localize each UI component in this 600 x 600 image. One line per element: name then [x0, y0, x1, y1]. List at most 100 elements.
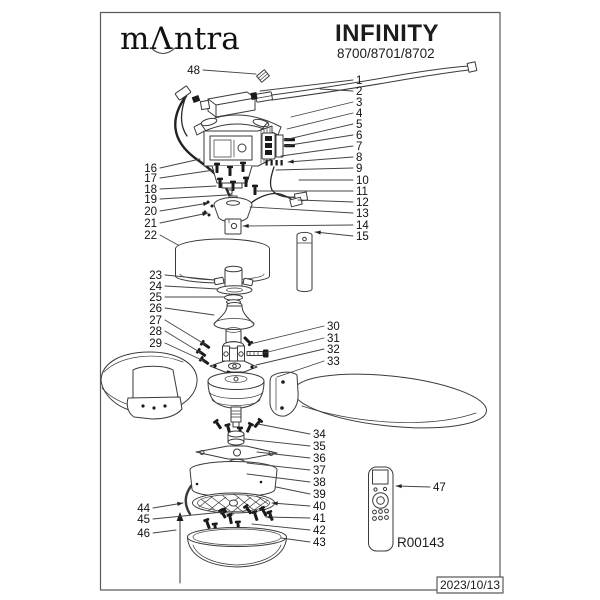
leader-arrowhead-15 [315, 230, 321, 235]
part-label-38: 38 [313, 477, 326, 489]
power-cable-drawing [250, 61, 478, 103]
leader-line-3 [290, 101, 354, 118]
ball-mount-drawing [203, 185, 253, 235]
diagram-border [99, 11, 501, 591]
leader-line-16 [159, 158, 201, 169]
part-label-29: 29 [149, 338, 162, 350]
part-label-37: 37 [313, 465, 326, 477]
coupling-stack-drawing [213, 265, 255, 347]
part-label-34: 34 [313, 429, 326, 441]
leader-line-9 [275, 167, 354, 171]
leader-line-22 [159, 234, 179, 246]
part-label-18: 18 [144, 184, 157, 196]
part-label-47: 47 [433, 482, 446, 494]
part-label-3: 3 [356, 97, 362, 109]
part-label-28: 28 [149, 326, 162, 338]
part-label-9: 9 [356, 163, 362, 175]
leader-line-21 [159, 212, 209, 224]
part-label-30: 30 [327, 321, 340, 333]
brand-logo-lambda: Λ [149, 21, 173, 57]
part-label-2: 2 [356, 86, 362, 98]
leader-arrowhead-14 [243, 223, 249, 229]
revision-date: 2023/10/13 [440, 578, 500, 592]
brand-logo-text-ntra: ntra [174, 21, 240, 57]
product-title: INFINITY [335, 20, 439, 47]
leader-line-7 [280, 145, 354, 157]
part-label-44: 44 [137, 503, 150, 515]
part-label-11: 11 [356, 186, 368, 198]
leader-line-46 [152, 529, 177, 534]
right-blade-drawing [269, 371, 488, 429]
leader-arrowhead-20 [203, 201, 209, 206]
part-label-41: 41 [313, 513, 326, 525]
part-label-10: 10 [356, 175, 369, 187]
leader-line-19 [159, 194, 228, 200]
part-label-5: 5 [356, 119, 362, 131]
leader-line-23 [164, 274, 216, 281]
part-label-25: 25 [149, 292, 162, 304]
leader-line-32 [255, 348, 325, 366]
part-label-1: 1 [356, 75, 362, 87]
part-label-36: 36 [313, 453, 326, 465]
glass-diffuser-drawing [187, 527, 287, 568]
brand-logo-text-m: m [120, 21, 149, 57]
remote-screen-icon [372, 469, 389, 485]
leader-line-47 [395, 485, 431, 488]
part-label-27: 27 [149, 315, 162, 327]
model-numbers: 8700/8701/8702 [337, 46, 435, 61]
canopy-drawing [175, 238, 270, 284]
part-label-24: 24 [149, 281, 162, 293]
part-label-17: 17 [144, 173, 157, 185]
leader-line-36 [256, 451, 311, 459]
leader-line-29 [164, 342, 205, 362]
brand-logo-smile-arc-icon [150, 47, 176, 54]
leader-line-33 [276, 360, 325, 378]
part-label-42: 42 [313, 525, 326, 537]
leader-line-34 [257, 423, 311, 435]
mesh-grille-drawing [192, 492, 275, 514]
fan-exploded-art [100, 61, 488, 584]
part-label-35: 35 [313, 441, 326, 453]
part-label-19: 19 [144, 194, 157, 206]
part-label-45: 45 [137, 514, 150, 526]
leader-line-39 [275, 486, 311, 495]
date-box [436, 576, 504, 594]
leader-line-48 [202, 69, 257, 75]
leader-line-6 [283, 134, 354, 147]
terminal-block-drawing [261, 132, 295, 166]
leader-line-5 [283, 123, 354, 141]
leader-line-37 [246, 462, 311, 471]
part-label-33: 33 [327, 356, 340, 368]
mount-bracket-drawing [199, 91, 256, 118]
part-label-4: 4 [356, 108, 363, 120]
part-label-16: 16 [144, 163, 157, 175]
part-label-14: 14 [356, 220, 369, 232]
part-label-22: 22 [144, 230, 157, 242]
leader-line-18 [159, 185, 217, 190]
leader-line-28 [164, 330, 202, 354]
part-label-8: 8 [356, 152, 362, 164]
leader-line-12 [297, 199, 354, 203]
remote-code: R00143 [397, 535, 444, 550]
leader-arrowhead-8 [288, 159, 294, 164]
yoke-clevis-drawing [209, 334, 269, 377]
part-label-23: 23 [149, 270, 162, 282]
leader-arrowhead-40 [272, 501, 278, 506]
footer: R00143 2023/10/13 [397, 535, 504, 594]
remote-control-icon [368, 466, 394, 552]
part-label-32: 32 [327, 344, 340, 356]
leader-line-2 [319, 88, 354, 92]
part-label-31: 31 [327, 333, 340, 345]
part-label-6: 6 [356, 130, 362, 142]
part-labels-layer: 1234567891011121314151617181920212223242… [137, 65, 446, 549]
leader-line-27 [164, 319, 207, 346]
part-label-12: 12 [356, 197, 369, 209]
leader-line-41 [265, 516, 311, 519]
pointer-rod-drawing [176, 512, 184, 584]
left-blade-drawing [100, 351, 198, 420]
part-label-21: 21 [144, 218, 157, 230]
leader-line-13 [249, 206, 354, 214]
leader-arrowhead-47 [396, 484, 402, 489]
part-label-7: 7 [356, 141, 362, 153]
header: m Λ ntra INFINITY 8700/8701/8702 [120, 20, 439, 61]
